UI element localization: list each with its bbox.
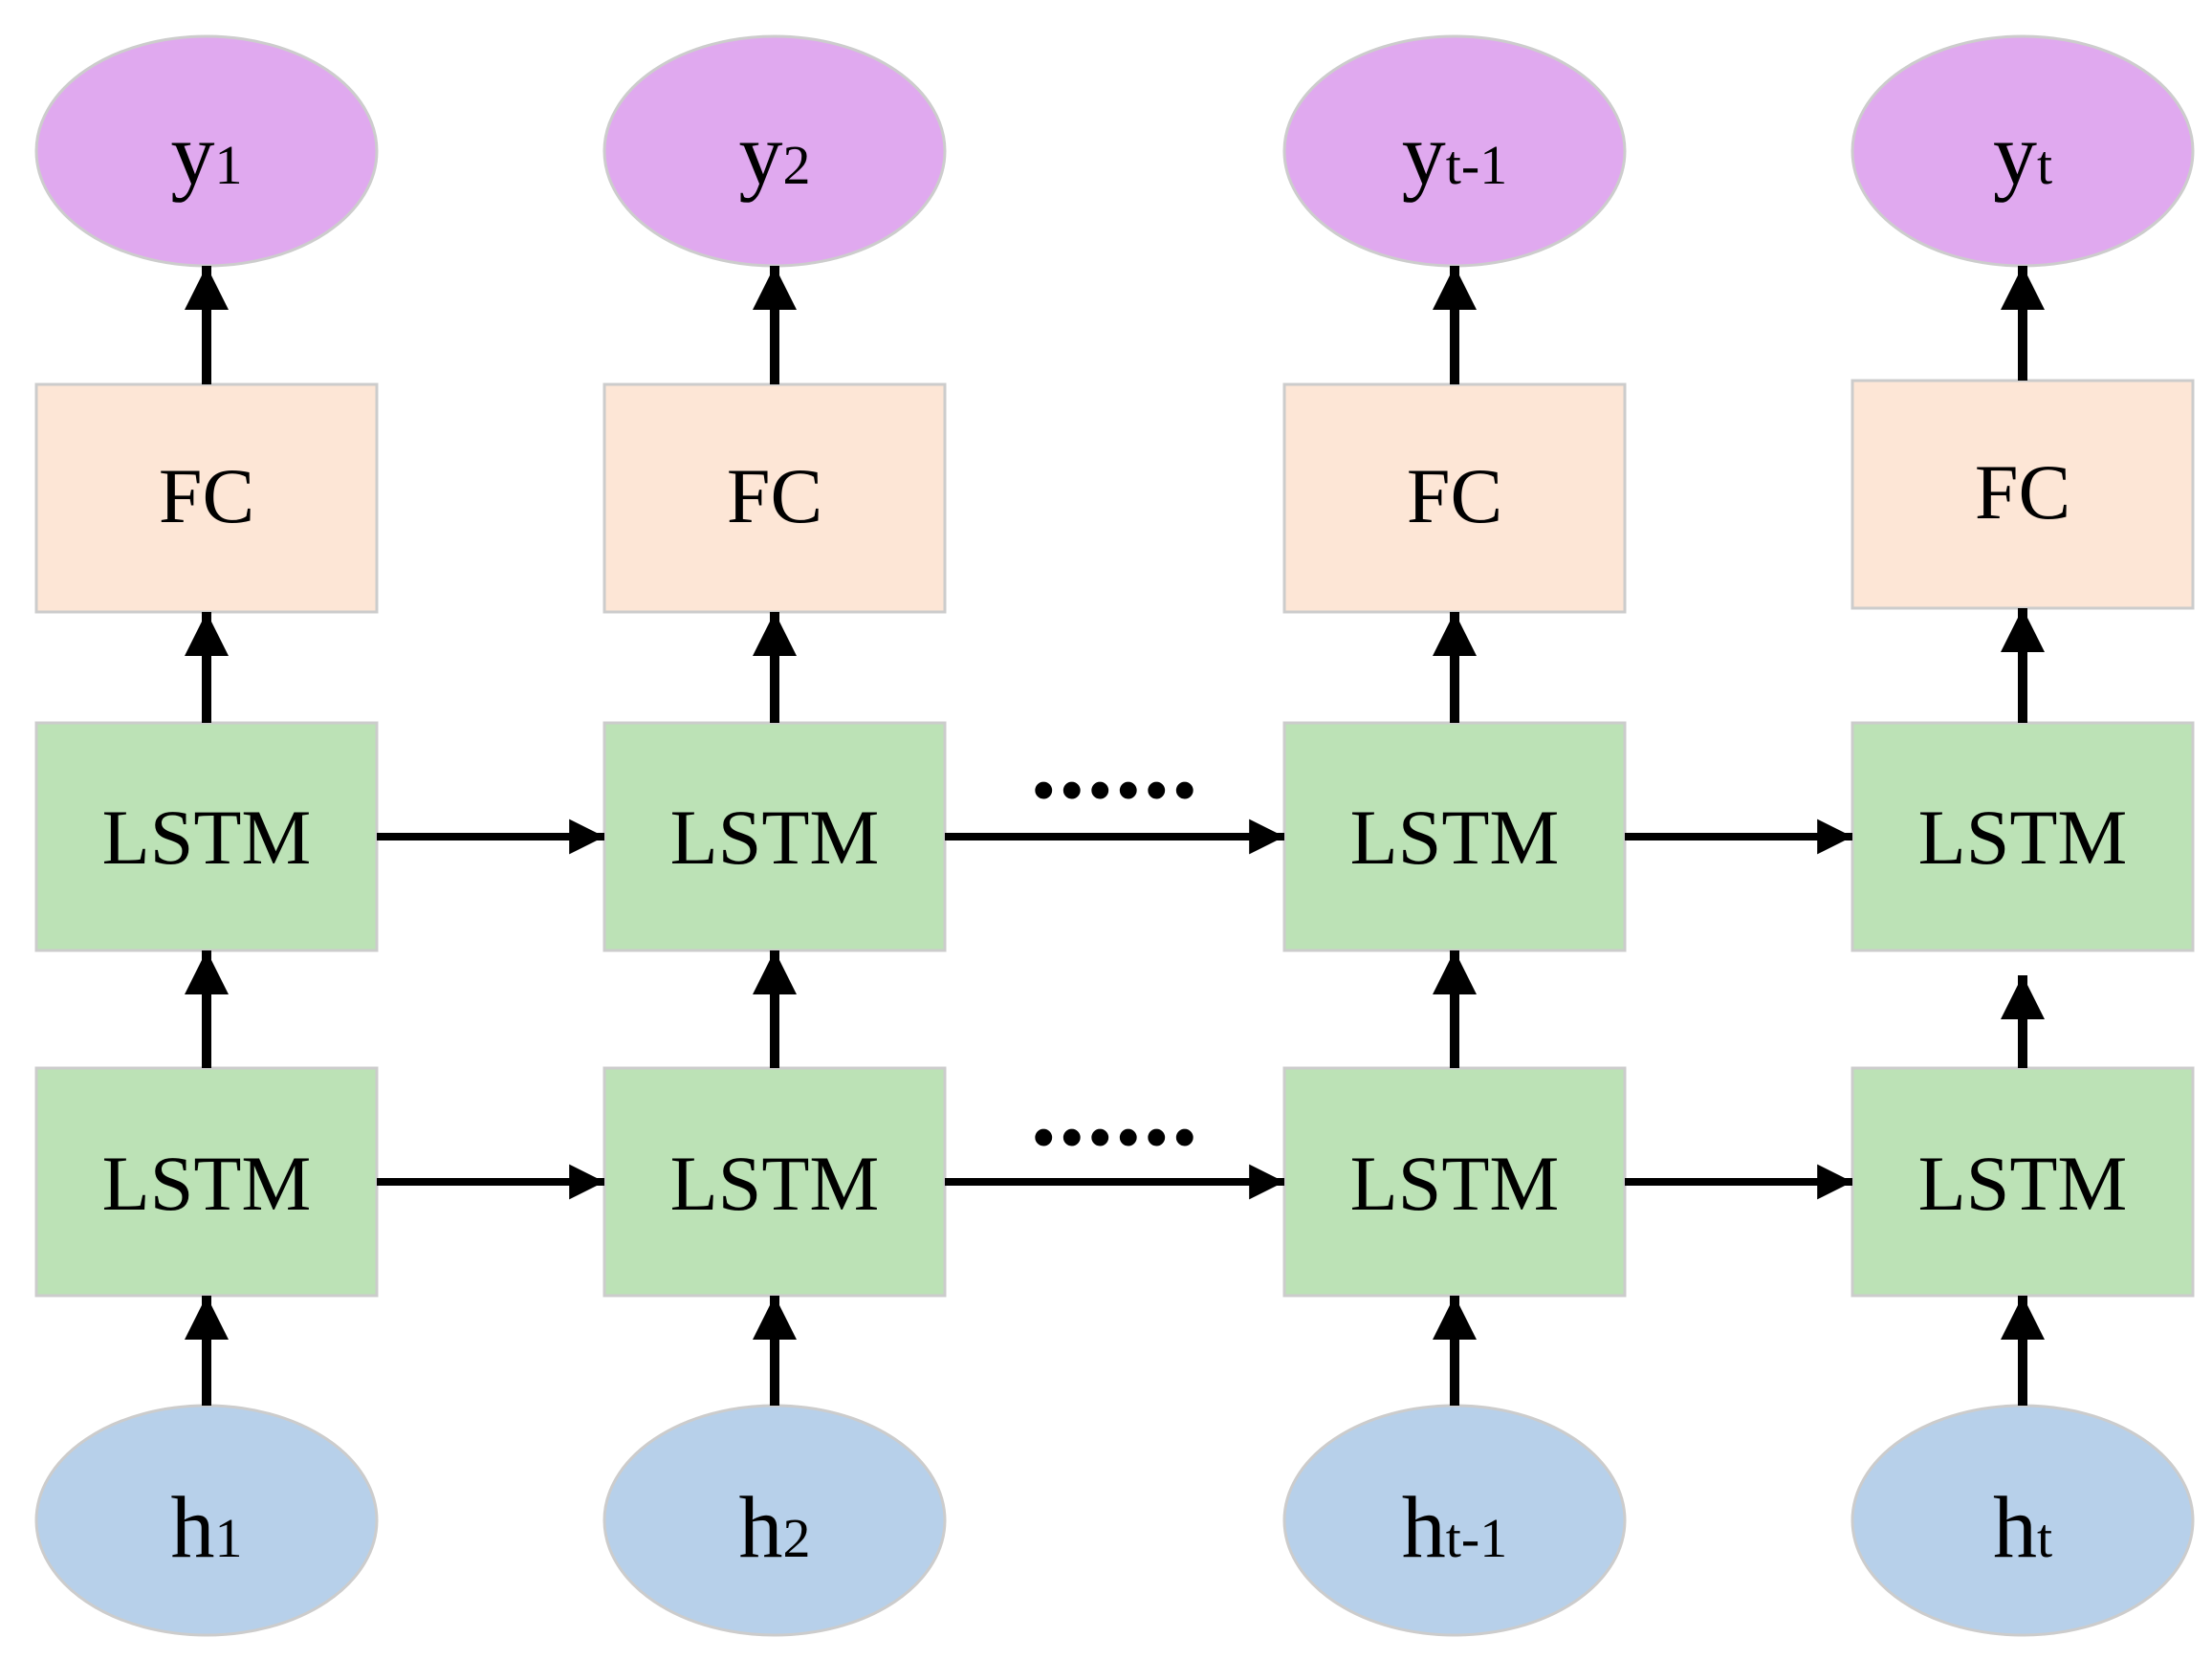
ellipsis-bottom: ...... [1031,1051,1200,1168]
column-4: yt FC LSTM LSTM ht [1851,34,2195,1637]
column-1: y1 FC LSTM LSTM h1 [34,34,379,1637]
input-label-ht-1: ht-1 [1402,1478,1507,1576]
input-label-h1: h1 [171,1478,243,1576]
lstm-bottom-label-4: LSTM [1918,1140,2128,1227]
lstm-top-label-3: LSTM [1350,794,1560,881]
fc-label-4: FC [1975,448,2070,535]
fc-label-3: FC [1407,452,1502,539]
input-label-ht: ht [1993,1478,2052,1576]
fc-box-1 [34,382,379,614]
vertical-arrows [185,266,2045,1406]
lstm-bottom-label-1: LSTM [102,1140,312,1227]
lstm-top-label-2: LSTM [670,794,880,881]
column-3: yt-1 FC LSTM LSTM ht-1 [1282,34,1627,1637]
output-label-y2: y2 [739,105,811,203]
fc-label-1: FC [159,452,254,539]
lstm-bottom-label-2: LSTM [670,1140,880,1227]
lstm-top-box-3 [1282,721,1627,952]
fc-box-3 [1282,382,1627,614]
input-label-h2: h2 [739,1478,811,1576]
horizontal-arrows [377,819,1852,1200]
output-label-yt-1: yt-1 [1402,105,1507,203]
lstm-bottom-box-1 [34,1066,379,1298]
lstm-top-label-1: LSTM [102,794,312,881]
ellipsis-top: ...... [1031,704,1200,820]
lstm-top-label-4: LSTM [1918,794,2128,881]
fc-label-2: FC [727,452,822,539]
lstm-bottom-box-3 [1282,1066,1627,1298]
output-label-yt: yt [1993,105,2052,203]
lstm-top-box-4 [1851,721,2195,952]
column-2: y2 FC LSTM LSTM h2 [602,34,947,1637]
fc-box-2 [602,382,947,614]
output-label-y1: y1 [171,105,243,203]
lstm-bottom-box-2 [602,1066,947,1298]
lstm-bottom-label-3: LSTM [1350,1140,1560,1227]
lstm-top-box-1 [34,721,379,952]
